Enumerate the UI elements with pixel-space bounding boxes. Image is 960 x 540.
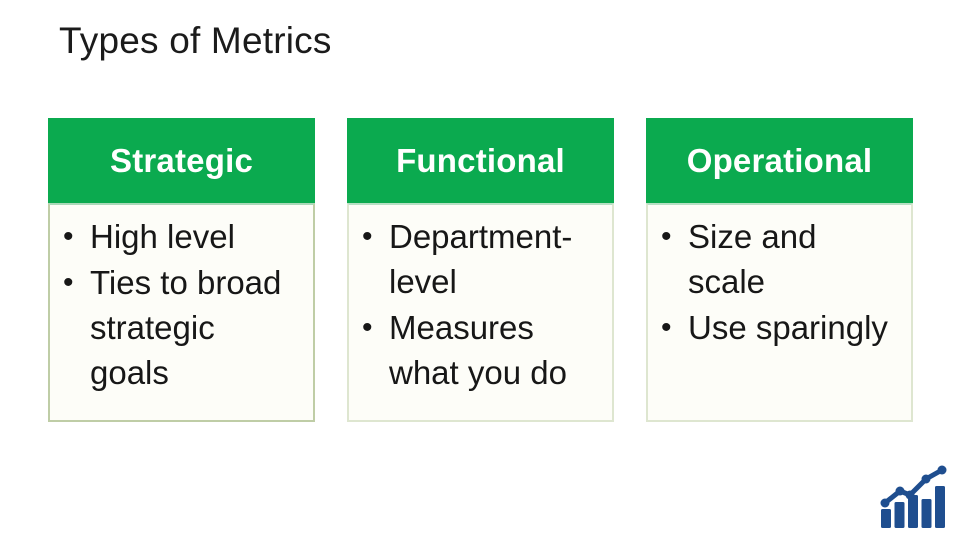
- card-functional-header: Functional: [347, 118, 614, 203]
- bullet-icon: •: [661, 220, 672, 253]
- card-operational-header: Operational: [646, 118, 913, 203]
- bullet-text: High level: [90, 218, 235, 255]
- card-operational-body: • Size and scale • Use sparingly: [646, 203, 913, 422]
- list-item: • Size and scale: [661, 214, 901, 304]
- slide-title: Types of Metrics: [59, 20, 332, 61]
- bullet-text: Department- level: [389, 218, 573, 300]
- card-functional: Functional • Department- level • Measure…: [347, 118, 614, 422]
- bullet-icon: •: [661, 311, 672, 344]
- card-strategic-body: • High level • Ties to broad strategic g…: [48, 203, 315, 422]
- bullet-icon: •: [362, 311, 373, 344]
- bullet-text: Size and scale: [688, 218, 817, 300]
- card-operational: Operational • Size and scale • Use spari…: [646, 118, 913, 422]
- list-item: • Measures what you do: [362, 305, 602, 395]
- list-item: • Use sparingly: [661, 305, 901, 350]
- bullet-icon: •: [63, 266, 74, 299]
- card-functional-body: • Department- level • Measures what you …: [347, 203, 614, 422]
- card-strategic-header: Strategic: [48, 118, 315, 203]
- bar-chart-trend-icon: [880, 465, 947, 528]
- bullet-icon: •: [63, 220, 74, 253]
- list-item: • High level: [63, 214, 303, 259]
- bullet-icon: •: [362, 220, 373, 253]
- bullet-text: Measures what you do: [389, 309, 567, 391]
- list-item: • Ties to broad strategic goals: [63, 260, 303, 395]
- card-strategic: Strategic • High level • Ties to broad s…: [48, 118, 315, 422]
- bullet-text: Use sparingly: [688, 309, 888, 346]
- list-item: • Department- level: [362, 214, 602, 304]
- bullet-text: Ties to broad strategic goals: [90, 264, 282, 391]
